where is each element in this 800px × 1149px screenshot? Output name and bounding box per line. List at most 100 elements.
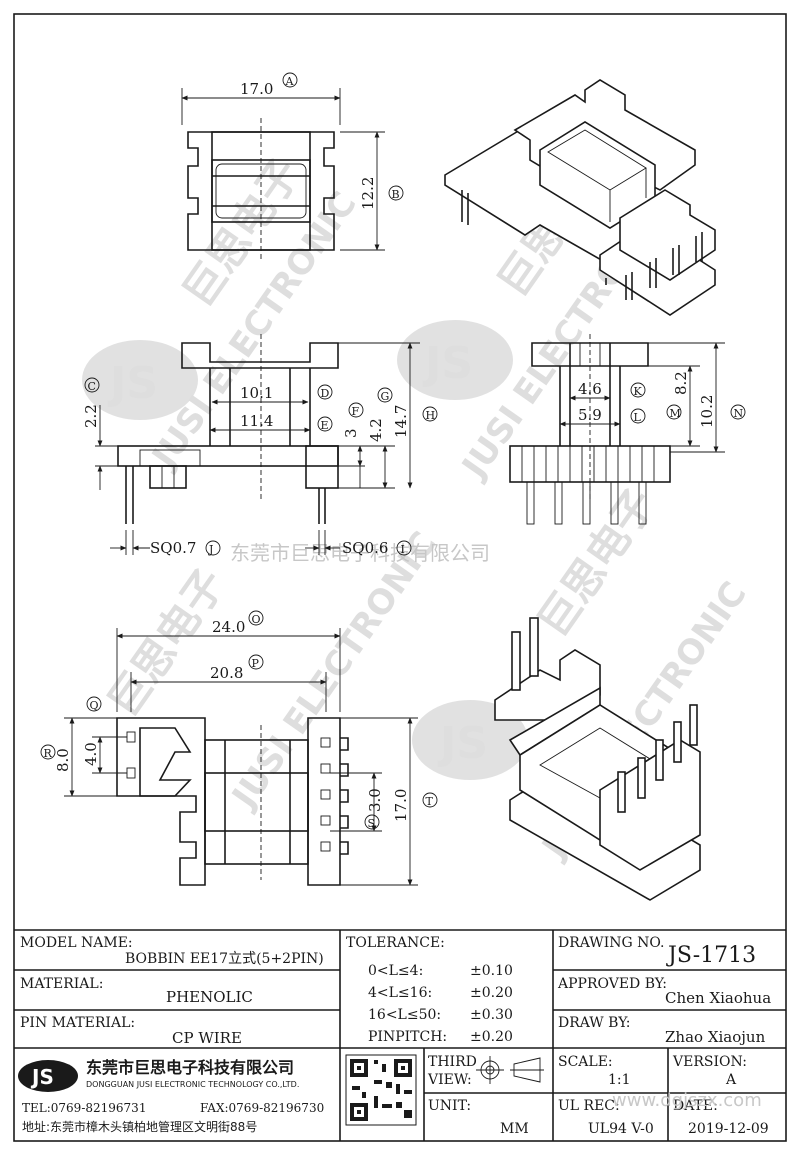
approved-by-value: Chen Xiaohua bbox=[665, 989, 771, 1007]
dim-t-value: 17.0 bbox=[392, 789, 410, 822]
tol-range-2: 16<L≤50: bbox=[368, 1007, 441, 1023]
tol-range-1: 4<L≤16: bbox=[368, 985, 432, 1001]
dim-o-value: 24.0 bbox=[212, 618, 245, 636]
scale-value: 1:1 bbox=[608, 1072, 631, 1088]
tol-value-1: ±0.20 bbox=[470, 985, 513, 1001]
dim-r-tag: R bbox=[44, 747, 53, 760]
bottom-view-pin-holes bbox=[320, 737, 331, 852]
dim-b-value: 12.2 bbox=[359, 177, 377, 210]
tol-value-3: ±0.20 bbox=[470, 1029, 513, 1045]
dim-e-tag: E bbox=[321, 419, 329, 432]
drawing-no-label: DRAWING NO. bbox=[558, 935, 664, 951]
svg-text:JS: JS bbox=[107, 358, 158, 409]
model-name-value: BOBBIN EE17立式(5+2PIN) bbox=[125, 951, 324, 967]
dim-l-tag: L bbox=[634, 411, 642, 424]
tolerance-label: TOLERANCE: bbox=[346, 935, 445, 951]
svg-text:JS: JS bbox=[422, 338, 473, 389]
dim-b-tag: B bbox=[392, 188, 400, 201]
dim-l-value: 5.9 bbox=[578, 406, 602, 424]
dim-s-value: 3.0 bbox=[366, 788, 384, 812]
dim-r-value: 8.0 bbox=[54, 748, 72, 772]
dim-p-tag: P bbox=[252, 657, 260, 670]
dim-g-tag: G bbox=[381, 390, 390, 403]
pin-material-label: PIN MATERIAL: bbox=[20, 1015, 135, 1031]
company-address: 地址:东莞市樟木头镇柏地管理区文明街88号 bbox=[22, 1119, 257, 1134]
ul-rec-label: UL REC: bbox=[558, 1098, 620, 1114]
company-fax: FAX:0769-82196730 bbox=[200, 1101, 324, 1115]
dim-c-value: 2.2 bbox=[82, 404, 100, 428]
drawing-no-value: JS-1713 bbox=[666, 943, 756, 968]
dim-n-value: 10.2 bbox=[698, 395, 716, 428]
dim-q-tag: Q bbox=[90, 699, 99, 712]
front-view: 10.1 D 11.4 E 2.2 C 3 F 4.2 G 14.7 H bbox=[82, 334, 438, 557]
tol-range-0: 0<L≤4: bbox=[368, 963, 423, 979]
approved-by-label: APPROVED BY: bbox=[557, 976, 667, 992]
tol-value-0: ±0.10 bbox=[470, 963, 513, 979]
dim-g-value: 4.2 bbox=[367, 418, 385, 442]
third-view-label-1: THIRD bbox=[428, 1054, 477, 1070]
dim-s-tag: S bbox=[368, 817, 376, 830]
watermark-logo-2: JS bbox=[397, 320, 513, 400]
draw-by-value: Zhao Xiaojun bbox=[665, 1028, 766, 1046]
qr-code-icon bbox=[345, 1054, 417, 1126]
material-value: PHENOLIC bbox=[166, 988, 253, 1006]
version-value: A bbox=[725, 1072, 737, 1088]
dim-m-value: 8.2 bbox=[672, 371, 690, 395]
top-view: 17.0 A 12.2 B bbox=[181, 72, 404, 262]
draw-by-label: DRAW BY: bbox=[558, 1015, 630, 1031]
model-name-label: MODEL NAME: bbox=[20, 935, 133, 951]
sheet-border bbox=[13, 13, 787, 1142]
dim-i-tag: I bbox=[401, 543, 405, 556]
title-block: MODEL NAME: BOBBIN EE17立式(5+2PIN) MATERI… bbox=[14, 929, 786, 1141]
dim-n-tag: N bbox=[734, 407, 744, 420]
date-value: 2019-12-09 bbox=[688, 1121, 769, 1137]
unit-label: UNIT: bbox=[428, 1098, 471, 1114]
third-view-label-2: VIEW: bbox=[427, 1072, 472, 1088]
side-view-pin-slots bbox=[521, 446, 655, 482]
company-name-cn: 东莞市巨思电子科技有限公司 bbox=[86, 1058, 294, 1077]
scale-label: SCALE: bbox=[558, 1054, 613, 1070]
dim-t-tag: T bbox=[426, 795, 434, 808]
watermark-brand-cn-4: 巨思电子 bbox=[528, 480, 665, 646]
isometric-view-bottom bbox=[494, 617, 701, 901]
ul-rec-value: UL94 V-0 bbox=[588, 1121, 654, 1137]
company-name-en: DONGGUAN JUSI ELECTRONIC TECHNOLOGY CO.,… bbox=[86, 1080, 299, 1089]
dim-d-value: 10.1 bbox=[240, 384, 273, 402]
watermark-company-cn: 东莞市巨思电子科技有限公司 bbox=[230, 541, 490, 565]
isometric-view-top bbox=[444, 79, 716, 316]
svg-text:JS: JS bbox=[437, 718, 488, 769]
date-label: DATE: bbox=[673, 1098, 718, 1114]
dim-c-tag: C bbox=[88, 380, 96, 393]
dim-a-tag: A bbox=[285, 75, 295, 88]
version-label: VERSION: bbox=[672, 1054, 747, 1070]
tol-range-3: PINPITCH: bbox=[368, 1029, 447, 1045]
dim-h-value: 14.7 bbox=[392, 405, 410, 438]
third-angle-projection-icon bbox=[476, 1056, 544, 1084]
dim-r2-value: 4.0 bbox=[82, 742, 100, 766]
site-watermark: www.dgjszx.com bbox=[612, 1090, 762, 1111]
company-tel: TEL:0769-82196731 bbox=[22, 1101, 146, 1115]
material-label: MATERIAL: bbox=[20, 976, 103, 992]
dim-m-tag: M bbox=[670, 407, 681, 420]
company-logo: JS bbox=[18, 1060, 78, 1092]
unit-value: MM bbox=[500, 1121, 529, 1137]
tol-value-2: ±0.30 bbox=[470, 1007, 513, 1023]
dim-o-tag: O bbox=[252, 613, 261, 626]
dim-f-value: 3 bbox=[342, 428, 360, 438]
dim-k-value: 4.6 bbox=[578, 380, 602, 398]
watermark-brand-cn-3: 巨思电子 bbox=[98, 560, 235, 726]
side-view-pins bbox=[526, 481, 647, 525]
dim-j-value: SQ0.7 bbox=[150, 539, 196, 557]
dim-j-tag: J bbox=[208, 543, 213, 556]
pin-material-value: CP WIRE bbox=[172, 1029, 242, 1047]
dim-d-tag: D bbox=[321, 387, 330, 400]
watermark-logo-1: JS bbox=[82, 340, 198, 420]
dim-k-tag: K bbox=[634, 385, 643, 398]
dim-e-value: 11.4 bbox=[240, 412, 273, 430]
dim-f-tag: F bbox=[352, 405, 360, 418]
side-view: 4.6 K 5.9 L 8.2 M 10.2 N bbox=[509, 334, 746, 525]
dim-a-value: 17.0 bbox=[240, 80, 273, 98]
dim-i-value: SQ0.6 bbox=[342, 539, 388, 557]
svg-text:JS: JS bbox=[30, 1065, 54, 1089]
